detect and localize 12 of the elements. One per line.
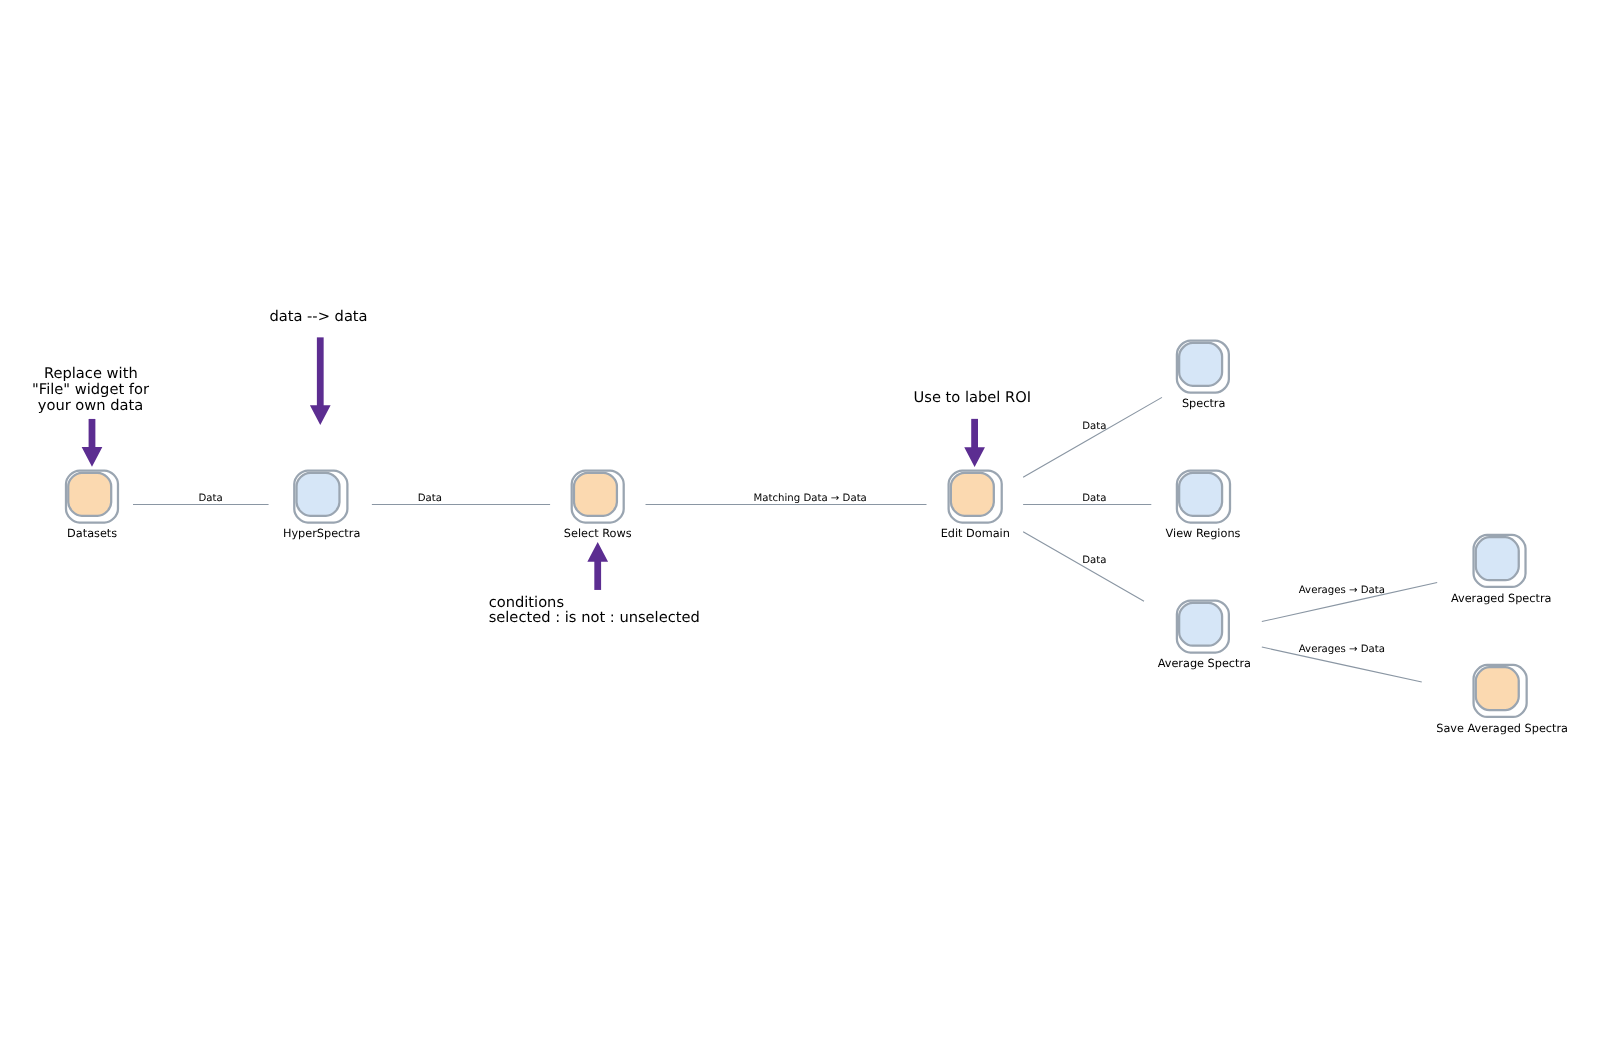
connector [1261,580,1438,622]
arrow [81,417,103,466]
connector [132,502,270,505]
connector [1022,530,1145,601]
connector [371,502,551,505]
arrow [309,336,331,425]
connector [1261,645,1423,682]
connector [644,502,928,505]
arrow [964,417,985,466]
connector [1022,502,1152,505]
arrow [587,540,609,589]
connector [1022,395,1163,477]
